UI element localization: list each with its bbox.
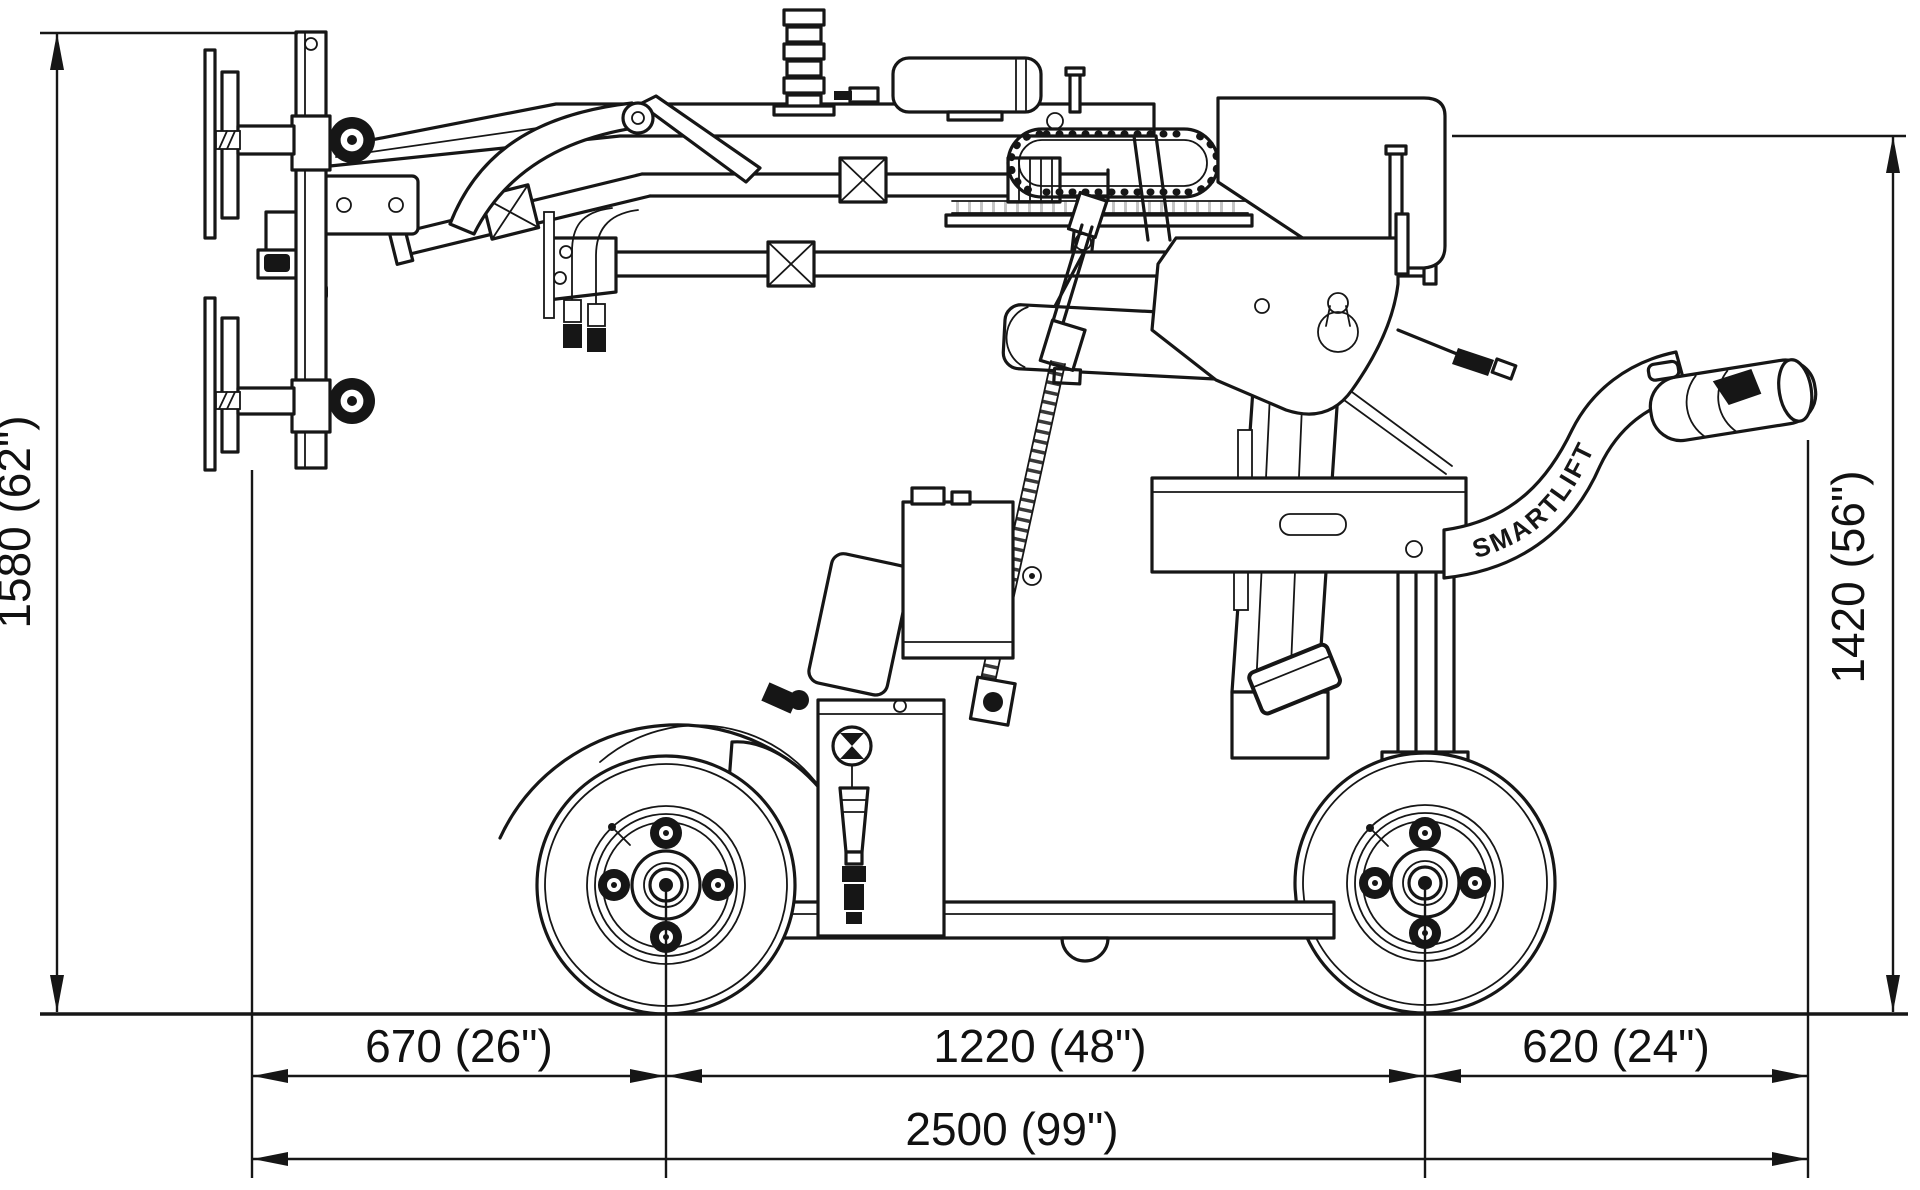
handle-grip [1646,358,1818,443]
control-joystick [1712,369,1762,406]
dim-overall-height-front: 1580 (62") [0,415,40,628]
arm-pivot [621,101,655,135]
rear-body-plate [1150,476,1468,574]
dim-rear-overhang: 620 (24") [1522,1020,1710,1072]
coupler-x-lower-left [766,240,816,288]
battery-box [761,486,1015,714]
operator-handle [1442,350,1690,580]
hand-slot [1279,513,1347,536]
beacon-light [772,8,836,117]
suction-pad-upper [203,48,217,240]
oil-reservoir [838,786,870,854]
suction-pad-lower [203,296,217,472]
upper-clamp [215,117,375,163]
tilt-lever [1394,212,1518,381]
control-box [816,698,946,938]
head-bracket-plate [1216,96,1447,270]
hydraulic-hoses [543,207,639,352]
vacuum-pump-motor [834,56,1043,122]
lower-clamp [215,378,375,424]
coupler-x-upper [838,156,888,204]
dim-height-rear: 1420 (56") [1822,470,1874,683]
gusset-plate [1150,236,1400,416]
rear-section: SMARTLIFT [1150,212,1818,1015]
dim-front-overhang: 670 (26") [365,1020,553,1072]
vacuum-pad-assembly [203,30,375,472]
rear-wheel [1293,751,1557,1015]
dimension-annotations: 1580 (62") 1420 (56") 670 (26") 1220 (48… [0,31,1908,1178]
dim-wheelbase: 1220 (48") [933,1020,1146,1072]
front-wheel-lugs [598,817,734,953]
brake-pedal [1247,642,1342,716]
dim-overall-length: 2500 (99") [905,1103,1118,1155]
